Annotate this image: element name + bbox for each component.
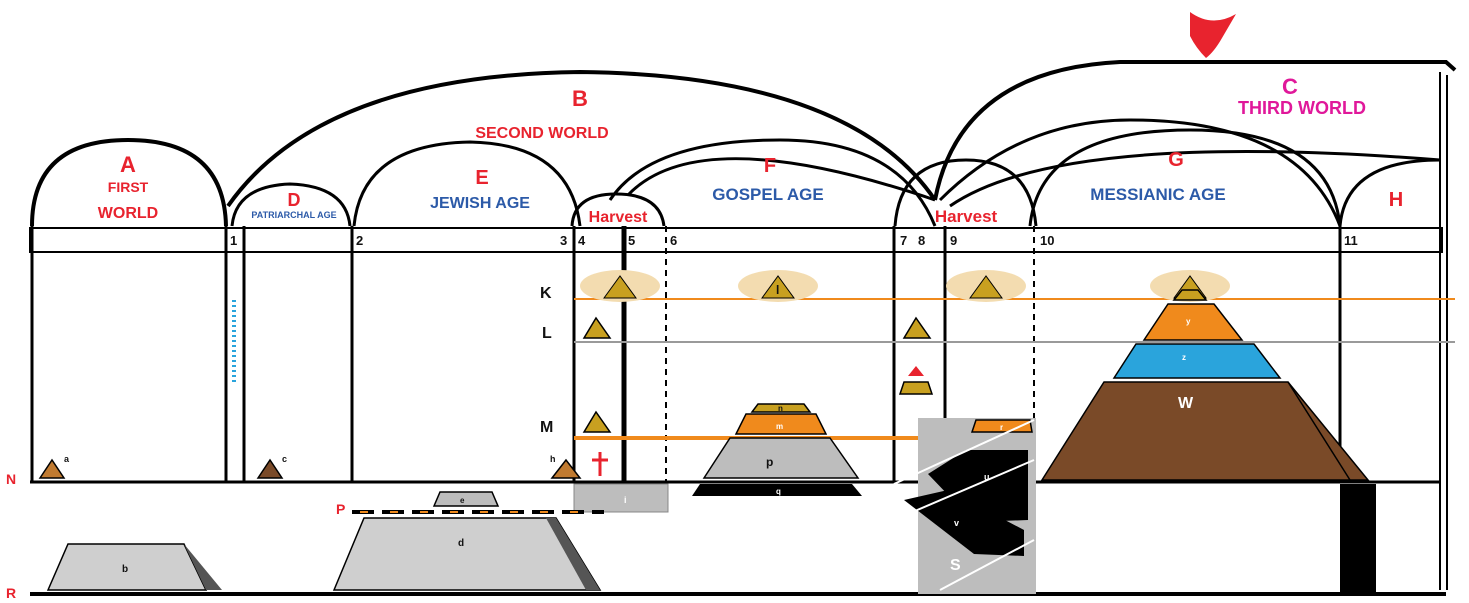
down-arrow-icon	[1190, 12, 1236, 58]
age-d-name: PATRIARCHAL AGE	[251, 210, 336, 220]
third-world-arch	[933, 60, 1457, 201]
harvest-2-label: Harvest	[935, 207, 998, 226]
timeline-number: 9	[950, 233, 957, 248]
age-f-letter: F	[764, 155, 776, 177]
plane-k: K	[540, 285, 552, 302]
pyramid-h	[550, 458, 582, 479]
timeline-number: 1	[230, 233, 237, 248]
patriarchal-arch	[230, 182, 352, 227]
cross-arch-1	[626, 157, 936, 202]
label-y: y	[1186, 317, 1191, 326]
label-b: b	[122, 564, 128, 575]
age-d-letter: D	[288, 190, 301, 210]
glory-icons	[580, 270, 1230, 302]
label-d: d	[458, 538, 464, 549]
column-h	[1340, 484, 1376, 592]
world-a-name-1: FIRST	[108, 179, 149, 195]
label-v: v	[954, 518, 959, 528]
jewish-arch	[352, 140, 582, 227]
gospel-arch	[608, 138, 937, 227]
label-n: n	[778, 404, 783, 413]
harvest-1-label: Harvest	[589, 209, 648, 226]
pyramid-l-1	[582, 316, 612, 339]
plane-r: R	[6, 585, 16, 601]
h-arch	[1338, 158, 1441, 227]
world-b-name: SECOND WORLD	[475, 125, 608, 142]
pyramid-d-shadow	[546, 518, 600, 590]
world-b-letter: B	[572, 86, 588, 111]
world-a-name-2: WORLD	[98, 205, 158, 222]
box-e	[432, 491, 500, 507]
messianic-arch	[1028, 128, 1342, 227]
label-w: W	[1178, 395, 1194, 412]
second-world-arch	[226, 69, 937, 208]
harvest-2-arch	[893, 158, 1038, 227]
pyramid-a	[38, 458, 66, 479]
plane-n: N	[6, 471, 16, 487]
age-e-name: JEWISH AGE	[430, 195, 530, 212]
label-z: z	[1182, 353, 1186, 362]
box-i	[573, 483, 669, 513]
timeline-number: 3	[560, 233, 567, 248]
cross-arch-3	[949, 150, 1441, 208]
plane-p: P	[336, 501, 345, 517]
plane-m: M	[540, 419, 553, 436]
label-r: r	[1000, 423, 1003, 432]
age-g-name: MESSIANIC AGE	[1090, 185, 1225, 204]
label-h: h	[550, 454, 556, 464]
third-world-right-wall	[1439, 72, 1448, 590]
label-q: q	[776, 487, 781, 496]
gospel-pyramid	[692, 403, 862, 496]
crown-icon	[908, 366, 924, 376]
pyramid-harvest	[898, 381, 934, 395]
age-g-letter: G	[1168, 149, 1184, 171]
timeline-number: 8	[918, 233, 925, 248]
label-m: m	[776, 422, 783, 431]
world-c-letter: C	[1282, 74, 1298, 99]
age-e-letter: E	[475, 167, 488, 189]
label-l: l	[776, 283, 779, 297]
label-p: p	[766, 455, 773, 469]
label-e: e	[460, 496, 465, 505]
world-a-letter: A	[120, 152, 136, 177]
timeline-number: 6	[670, 233, 677, 248]
cross-arch-2	[938, 118, 1342, 227]
label-c: c	[282, 454, 287, 464]
label-u: u	[984, 472, 990, 482]
plane-l: L	[542, 325, 552, 342]
label-i: i	[624, 495, 627, 505]
harvest-block	[893, 418, 1036, 594]
messianic-pyramid	[1040, 289, 1370, 481]
timeline-number: 7	[900, 233, 907, 248]
timeline-number: 5	[628, 233, 635, 248]
world-c-name: THIRD WORLD	[1238, 98, 1366, 118]
age-h-letter: H	[1389, 189, 1403, 211]
first-world-arch	[30, 137, 228, 227]
age-f-name: GOSPEL AGE	[712, 185, 823, 204]
pyramid-c	[256, 458, 284, 479]
timeline-number: 2	[356, 233, 363, 248]
timeline-number: 11	[1344, 233, 1358, 248]
pyramid-b-shadow	[184, 544, 222, 590]
timeline-number: 10	[1040, 233, 1054, 248]
timeline-band	[29, 227, 1443, 253]
pyramid-m	[582, 410, 612, 433]
label-s: S	[950, 557, 961, 574]
timeline-number: 4	[578, 233, 586, 248]
pyramid-l-2	[902, 316, 932, 339]
label-a: a	[64, 454, 70, 464]
